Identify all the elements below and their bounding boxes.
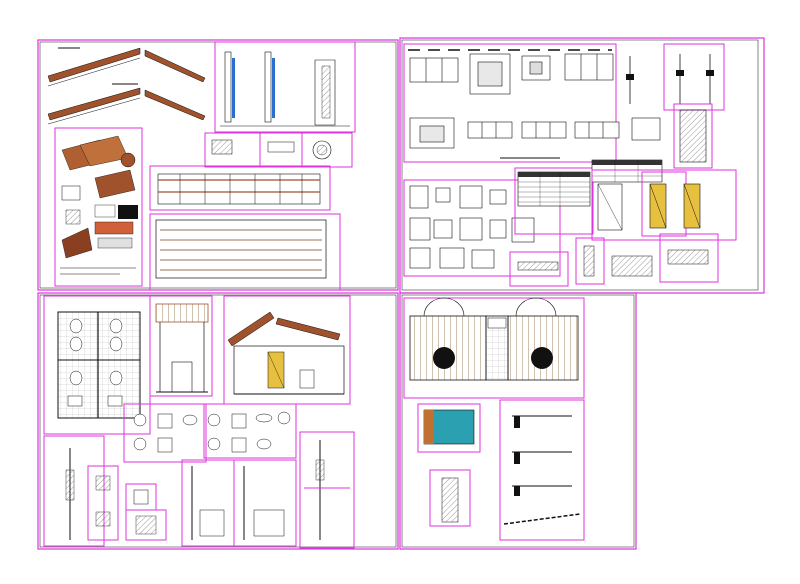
roof-elevation-2 (47, 83, 206, 125)
hardware-details (409, 185, 535, 269)
threshold-detail-box-c (659, 233, 719, 283)
louver-detail-box (673, 103, 713, 169)
sill-detail-box (663, 43, 725, 111)
detail-box-c (301, 132, 353, 168)
sheet-border (401, 294, 635, 548)
ceiling-plan (403, 297, 585, 399)
sheet-roof-and-details (37, 39, 399, 291)
sheet-ceiling-and-wall-details (399, 292, 637, 550)
plumbing-sections (181, 431, 355, 549)
threshold-detail-box-a (509, 251, 569, 287)
door-window-schedule (517, 159, 663, 207)
roof-plan (149, 213, 341, 291)
truss-elevation (149, 165, 331, 211)
window-sill-details (626, 43, 725, 111)
sheet-border (39, 294, 397, 548)
window-elevations (409, 53, 661, 149)
wall-section-details (214, 41, 356, 133)
roof-tile-details (54, 127, 143, 287)
bathroom-floor-plan (43, 295, 151, 435)
schedule-table-box (514, 167, 594, 235)
door-elevations (597, 171, 701, 237)
fixture-details (123, 403, 297, 463)
door-elevations-box (591, 169, 737, 241)
sheet-frame (37, 292, 399, 550)
hardware-details-box (403, 179, 561, 277)
roof-elevation-1 (47, 47, 206, 87)
sheet-windows-and-doors (399, 37, 765, 294)
column-detail (429, 469, 471, 527)
sheet-border (401, 39, 759, 291)
sheet-frame (399, 292, 637, 550)
bathroom-section (223, 295, 351, 405)
sheet-bathroom-plans-and-sections (37, 292, 399, 550)
wall-construction-details (43, 435, 167, 547)
bathroom-elevation (149, 295, 213, 397)
threshold-detail-box-b (575, 237, 605, 285)
floor-tile-detail (417, 403, 481, 453)
window-elevations-box (403, 43, 617, 163)
ceiling-section-details (499, 399, 585, 541)
